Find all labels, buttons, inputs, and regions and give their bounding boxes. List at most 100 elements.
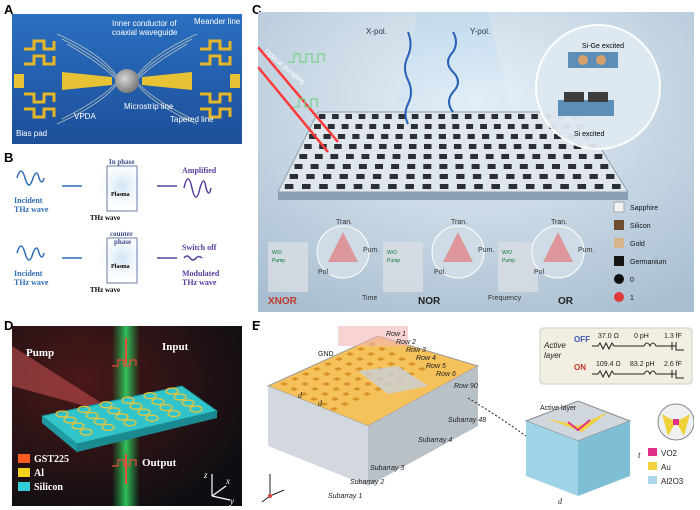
- label-inner-conductor-2: coaxial waveguide: [112, 28, 178, 37]
- e-state-off: OFF: [574, 335, 590, 344]
- unit-cell: [323, 372, 331, 376]
- c-wo-2: W/O: [387, 250, 397, 256]
- metasurface-cell: [539, 174, 548, 179]
- metasurface-cell: [405, 184, 414, 189]
- split-ring-resonator: [115, 413, 129, 421]
- metasurface-cell: [521, 124, 529, 129]
- split-ring-resonator: [129, 402, 143, 410]
- unit-cell: [310, 397, 318, 401]
- metasurface-cell: [323, 174, 332, 179]
- metasurface-cell: [381, 134, 389, 139]
- split-ring-resonator: [77, 405, 91, 414]
- unit-cell: [324, 362, 332, 366]
- metasurface-cell: [539, 134, 547, 139]
- metasurface-cell: [345, 114, 352, 119]
- c-pol-3: Pol.: [534, 269, 546, 276]
- split-ring-resonator: [167, 409, 181, 418]
- metasurface-cell: [398, 114, 406, 119]
- metasurface-cell: [439, 174, 448, 179]
- b-bottom-thz-wave: THz wave: [182, 278, 217, 287]
- e-row-4: Row 4: [416, 355, 436, 362]
- metasurface-cell: [508, 184, 518, 189]
- unit-cell: [313, 367, 321, 371]
- metasurface-cell: [513, 144, 522, 149]
- c-pum-1: Pum.: [363, 247, 379, 254]
- c-pum-2: Pum.: [478, 247, 494, 254]
- metasurface-cell: [464, 114, 472, 119]
- unit-cell: [322, 382, 330, 386]
- metasurface-cell: [466, 124, 474, 129]
- metasurface-cell: [525, 134, 533, 139]
- panel-e-image: Row 1 Row 2 Row 3 Row 4 Row 5 Row 6 Row …: [258, 326, 694, 506]
- split-ring-resonator: [93, 417, 107, 426]
- c-legend-germanium: Germanium: [630, 259, 667, 266]
- d-output: Output: [142, 457, 177, 469]
- unit-cell: [363, 392, 371, 396]
- metasurface-cell: [535, 164, 544, 169]
- metasurface-cell: [612, 184, 621, 189]
- metasurface-cell: [531, 114, 538, 119]
- d-pump: Pump: [26, 347, 54, 359]
- split-ring-resonator: [99, 401, 113, 409]
- e-row-2: Row 2: [396, 339, 416, 346]
- e-row-6: Row 6: [436, 371, 456, 378]
- e-dx: d: [318, 399, 323, 408]
- metasurface-cell: [366, 134, 374, 139]
- c-wo-1: W/O: [272, 250, 282, 256]
- metasurface-cell: [467, 134, 475, 139]
- metasurface-cell: [470, 154, 478, 159]
- metasurface-cell: [352, 134, 360, 139]
- b-bottom-thz: THz wave: [90, 286, 120, 294]
- metasurface-cell: [383, 124, 391, 129]
- metasurface-cell: [554, 134, 562, 139]
- metasurface-cell: [394, 144, 402, 149]
- metasurface-cell: [452, 124, 460, 129]
- split-ring-resonator: [151, 397, 165, 406]
- metasurface-cell: [397, 124, 404, 129]
- c-pol-2: Pol.: [434, 269, 446, 276]
- metasurface-cell: [563, 154, 572, 159]
- metasurface-cell: [409, 134, 418, 139]
- unit-cell: [356, 357, 364, 361]
- unit-cell: [343, 382, 351, 386]
- metasurface-cell: [371, 114, 379, 119]
- metasurface-cell: [584, 164, 593, 169]
- metasurface-cell: [299, 154, 308, 159]
- metasurface-cell: [284, 184, 294, 189]
- e-active-1: Active: [543, 341, 566, 350]
- e-state-on: ON: [574, 363, 586, 372]
- metasurface-cell: [489, 174, 498, 179]
- metasurface-cell: [370, 184, 380, 189]
- metasurface-cell: [485, 154, 494, 159]
- metasurface-cell: [319, 184, 328, 189]
- split-ring-resonator: [173, 393, 187, 401]
- unit-cell: [374, 387, 382, 391]
- panel-c-letter: C: [252, 2, 262, 17]
- metasurface-cell: [411, 114, 419, 119]
- unit-cell: [335, 357, 343, 361]
- metasurface-cell: [439, 184, 449, 189]
- metasurface-cell: [358, 114, 366, 119]
- metasurface-cell: [289, 174, 298, 179]
- unit-cell: [346, 352, 354, 356]
- metasurface-cell: [560, 184, 569, 189]
- metasurface-cell: [336, 184, 346, 189]
- metasurface-cell: [483, 144, 492, 149]
- unit-cell: [334, 367, 342, 371]
- unit-cell: [354, 377, 362, 381]
- metasurface-cell: [392, 154, 401, 159]
- split-ring-resonator: [123, 419, 137, 427]
- e-row-90: Row 90: [454, 383, 478, 390]
- metasurface-cell: [600, 164, 609, 169]
- e-gnd: GND: [318, 351, 334, 358]
- b-bottom-phase-1: counter: [110, 230, 133, 238]
- metasurface-cell: [532, 154, 541, 159]
- metasurface-cell: [408, 154, 416, 159]
- label-bias-pad: Bias pad: [16, 129, 47, 138]
- b-top-thz: THz wave: [90, 214, 120, 222]
- unit-cell: [291, 377, 299, 381]
- label-inner-conductor-1: Inner conductor of: [112, 19, 177, 28]
- metasurface-cell: [389, 174, 398, 179]
- c-x-pol: X-pol.: [366, 27, 387, 36]
- metasurface-cell: [323, 134, 331, 139]
